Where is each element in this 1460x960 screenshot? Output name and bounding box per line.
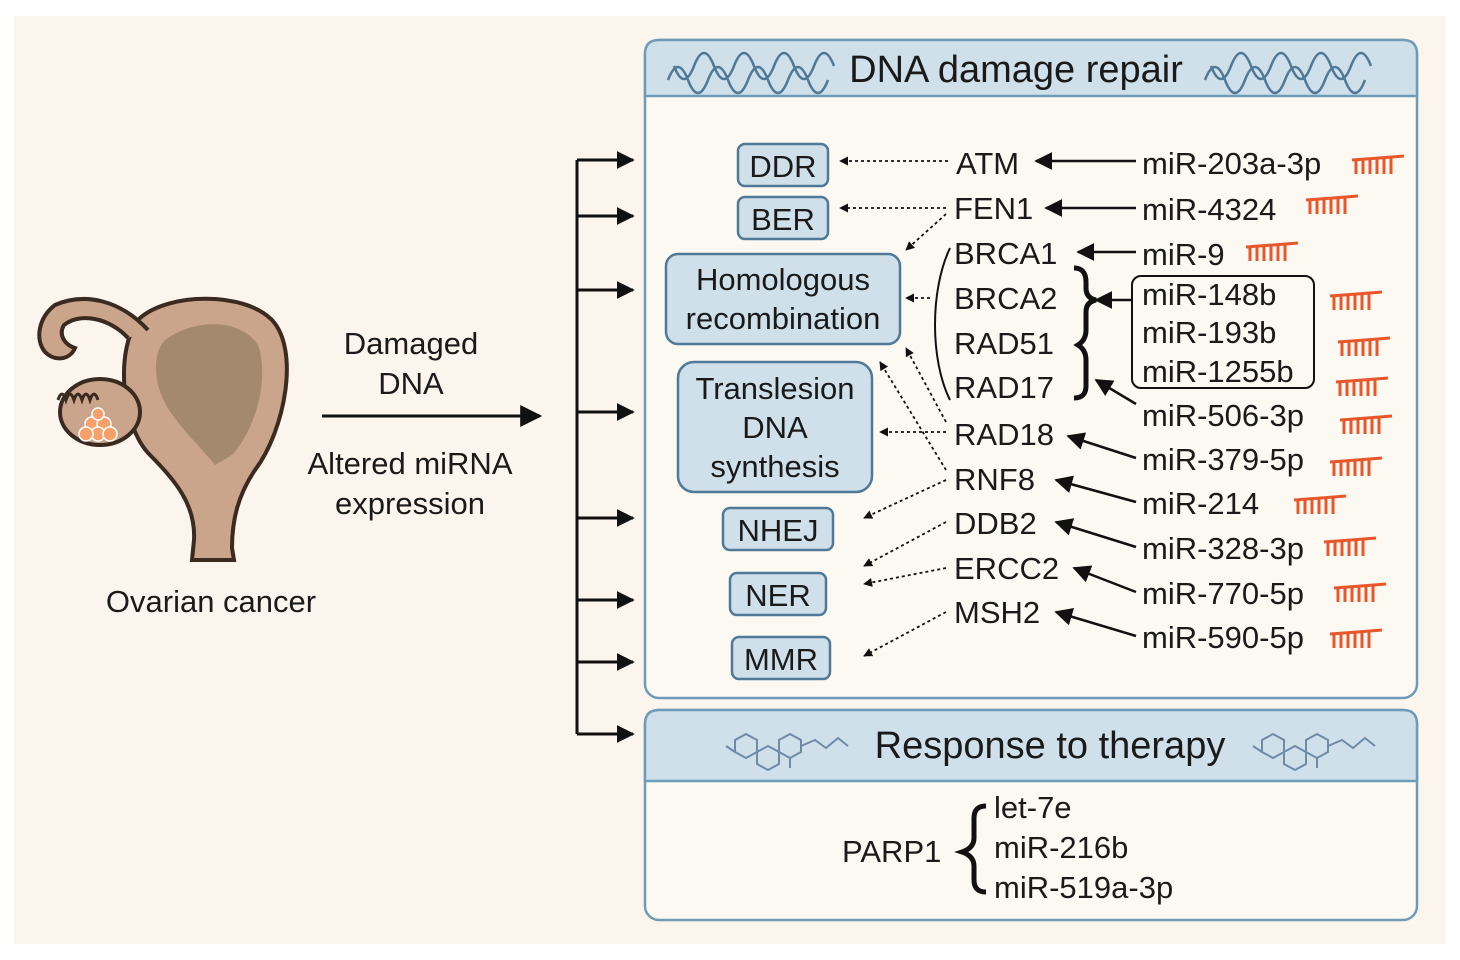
- mirna-9: miR-9: [1142, 237, 1225, 272]
- dna-helix-icon: [666, 51, 836, 95]
- gene-atm: ATM: [956, 146, 1019, 181]
- altered-label-2: expression: [335, 486, 485, 521]
- dna-helix-icon: [1203, 51, 1373, 95]
- repair-panel-title: DNA damage repair: [849, 49, 1183, 91]
- molecule-icon: [725, 732, 849, 772]
- pathway-nhej: NHEJ: [721, 506, 835, 552]
- pathway-ber-label: BER: [751, 202, 815, 237]
- mirna-group-box: [1131, 275, 1315, 389]
- pathway-tls-label-1: Translesion: [695, 371, 854, 406]
- therapy-panel-title: Response to therapy: [875, 725, 1226, 767]
- mirna-gene-arrows: [1034, 152, 1137, 638]
- molecule-icon: [1252, 732, 1376, 772]
- repair-panel-header: [643, 38, 1419, 98]
- gene-msh2: MSH2: [954, 595, 1040, 630]
- pathway-mmr: MMR: [730, 635, 832, 681]
- gene-brca2: BRCA2: [954, 281, 1057, 316]
- mirna-214: miR-214: [1142, 486, 1259, 521]
- mirna-506-3p: miR-506-3p: [1142, 398, 1304, 433]
- altered-label-1: Altered miRNA: [308, 446, 513, 481]
- mirna-148b: miR-148b: [1142, 277, 1276, 312]
- mirna-590-5p: miR-590-5p: [1142, 620, 1304, 655]
- gene-rad17: RAD17: [954, 370, 1054, 405]
- mirna-328-3p: miR-328-3p: [1142, 531, 1304, 566]
- fimbriae: [56, 392, 100, 405]
- pathway-hr-label-1: Homologous: [696, 262, 870, 297]
- gene-pathway-arrows: [839, 156, 948, 657]
- pathway-mmr-label: MMR: [744, 642, 818, 677]
- pathway-ddr: DDR: [736, 142, 830, 188]
- tumor-cells: [78, 407, 118, 442]
- therapy-mirna-let-7e: let-7e: [994, 790, 1072, 825]
- pathway-ner-label: NER: [745, 578, 810, 613]
- pathway-tls-label-2: DNA: [742, 410, 808, 445]
- damaged-label-2: DNA: [378, 366, 444, 401]
- hr-gene-bracket: [934, 247, 951, 401]
- pathway-nhej-label: NHEJ: [738, 513, 819, 548]
- pathway-tls-label-3: synthesis: [710, 449, 839, 484]
- pathway-translesion-dna-synthesis: Translesion DNA synthesis: [676, 360, 874, 494]
- gene-rnf8: RNF8: [954, 462, 1035, 497]
- therapy-brace: [954, 803, 987, 895]
- gene-ercc2: ERCC2: [954, 551, 1059, 586]
- pathway-homologous-recombination: Homologous recombination: [664, 252, 902, 346]
- uterus-inner: [156, 324, 263, 465]
- mirna-770-5p: miR-770-5p: [1142, 576, 1304, 611]
- mirna-203a-3p: miR-203a-3p: [1142, 146, 1321, 181]
- therapy-target-parp1: PARP1: [842, 834, 941, 869]
- gene-rad51: RAD51: [954, 326, 1054, 361]
- fallopian-tube: [37, 297, 150, 361]
- gene-brca1: BRCA1: [954, 236, 1057, 271]
- therapy-mirna-519a-3p: miR-519a-3p: [994, 870, 1173, 905]
- damaged-label-1: Damaged: [344, 326, 478, 361]
- pathway-ber: BER: [736, 195, 830, 241]
- therapy-mirna-216b: miR-216b: [994, 830, 1128, 865]
- pathway-hr-label-2: recombination: [686, 301, 881, 336]
- branch-arrows: [575, 151, 635, 743]
- pathway-ddr-label: DDR: [749, 149, 816, 184]
- therapy-panel-header: [643, 708, 1419, 783]
- gene-fen1: FEN1: [954, 191, 1033, 226]
- hr-gene-brace: [1073, 265, 1097, 401]
- pathway-ner: NER: [728, 571, 828, 617]
- gene-rad18: RAD18: [954, 417, 1054, 452]
- mirna-4324: miR-4324: [1142, 192, 1276, 227]
- uterus-illustration: [37, 296, 289, 562]
- ovarian-cancer-label: Ovarian cancer: [106, 584, 316, 619]
- mirna-379-5p: miR-379-5p: [1142, 442, 1304, 477]
- mirna-1255b: miR-1255b: [1142, 354, 1294, 389]
- gene-ddb2: DDB2: [954, 506, 1037, 541]
- mirna-193b: miR-193b: [1142, 315, 1276, 350]
